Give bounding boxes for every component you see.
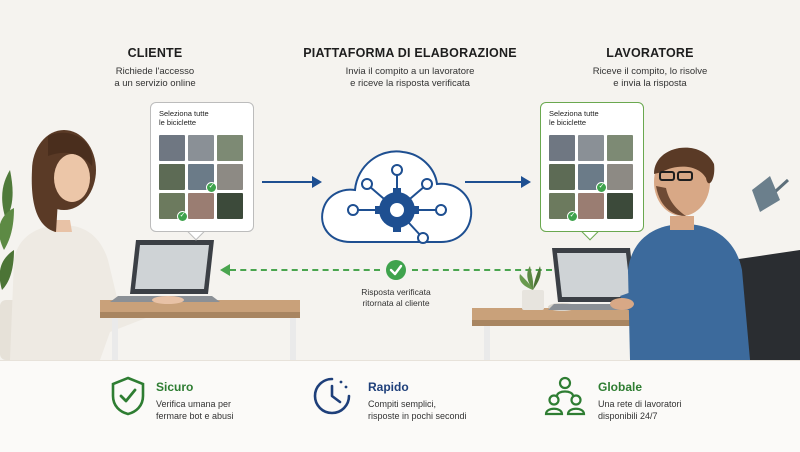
plant-icon bbox=[0, 170, 14, 290]
captcha-tile bbox=[607, 193, 633, 219]
client-captcha-grid: ✓✓ bbox=[159, 135, 245, 222]
captcha-tile bbox=[578, 193, 604, 219]
client-captcha-card: Seleziona tutte le biciclette ✓✓ bbox=[150, 102, 254, 232]
worker-title: LAVORATORE bbox=[606, 46, 694, 60]
return-arrow-line bbox=[230, 269, 380, 271]
client-to-platform-arrow bbox=[262, 181, 314, 183]
worker-subtitle: Riceve il compito, lo risolve e invia la… bbox=[592, 66, 708, 89]
tile-check-icon: ✓ bbox=[596, 182, 607, 193]
feature-global-desc: Una rete di lavoratori disponibili 24/7 bbox=[598, 399, 682, 421]
captcha-tile: ✓ bbox=[188, 164, 217, 193]
platform-to-worker-arrow bbox=[465, 181, 523, 183]
shield-check-icon bbox=[111, 376, 145, 416]
captcha-tile bbox=[188, 135, 214, 161]
worker-captcha-card: Seleziona tutte le biciclette ✓✓ bbox=[540, 102, 644, 232]
return-arrow-line bbox=[412, 269, 552, 271]
return-arrow-head-icon bbox=[220, 264, 230, 276]
captcha-tile bbox=[549, 164, 575, 190]
return-flow-label: Risposta verificata ritornata al cliente bbox=[361, 287, 431, 308]
captcha-tile bbox=[217, 164, 243, 190]
tile-check-icon: ✓ bbox=[177, 211, 188, 222]
worker-captcha-grid: ✓✓ bbox=[549, 135, 635, 222]
captcha-tile: ✓ bbox=[578, 164, 607, 193]
client-title: CLIENTE bbox=[127, 46, 183, 60]
feature-secure: Sicuro Verifica umana per fermare bot e … bbox=[110, 376, 280, 436]
captcha-tile bbox=[188, 193, 214, 219]
captcha-tile bbox=[549, 135, 575, 161]
worker-captcha-prompt: Seleziona tutte le biciclette bbox=[549, 109, 599, 127]
verified-check-icon bbox=[386, 260, 406, 280]
client-captcha-prompt: Seleziona tutte le biciclette bbox=[159, 109, 209, 127]
feature-fast-desc: Compiti semplici, risposte in pochi seco… bbox=[368, 399, 467, 421]
arrow-head-icon bbox=[521, 176, 531, 188]
cloud-network-icon bbox=[321, 150, 473, 244]
clock-icon bbox=[313, 377, 351, 415]
feature-secure-desc: Verifica umana per fermare bot e abusi bbox=[156, 399, 234, 421]
tile-check-icon: ✓ bbox=[567, 211, 578, 222]
feature-fast-title: Rapido bbox=[368, 380, 409, 394]
client-illustration bbox=[0, 130, 300, 360]
worker-illustration bbox=[472, 147, 800, 360]
platform-header: PIATTAFORMA DI ELABORAZIONE Invia il com… bbox=[290, 46, 530, 90]
people-network-icon bbox=[544, 376, 586, 416]
captcha-tile bbox=[607, 135, 633, 161]
diagram-stage: CLIENTE Richiede l'accesso a un servizio… bbox=[0, 46, 800, 360]
arrow-head-icon bbox=[312, 176, 322, 188]
captcha-tile bbox=[159, 164, 185, 190]
feature-global-title: Globale bbox=[598, 380, 643, 394]
captcha-tile bbox=[607, 164, 633, 190]
captcha-tile: ✓ bbox=[549, 193, 578, 222]
captcha-tile bbox=[217, 135, 243, 161]
captcha-tile: ✓ bbox=[159, 193, 188, 222]
tile-check-icon: ✓ bbox=[206, 182, 217, 193]
client-subtitle: Richiede l'accesso a un servizio online bbox=[114, 66, 196, 89]
worker-header: LAVORATORE Riceve il compito, lo risolve… bbox=[560, 46, 740, 90]
platform-subtitle: Invia il compito a un lavoratore e ricev… bbox=[345, 66, 475, 89]
desk-lamp-icon bbox=[752, 176, 790, 212]
client-header: CLIENTE Richiede l'accesso a un servizio… bbox=[80, 46, 230, 90]
features-footer bbox=[0, 360, 800, 452]
feature-secure-title: Sicuro bbox=[156, 380, 194, 394]
feature-global: Globale Una rete di lavoratori disponibi… bbox=[544, 376, 724, 436]
captcha-tile bbox=[217, 193, 243, 219]
feature-fast: Rapido Compiti semplici, risposte in poc… bbox=[312, 376, 492, 436]
captcha-tile bbox=[159, 135, 185, 161]
captcha-tile bbox=[578, 135, 604, 161]
platform-title: PIATTAFORMA DI ELABORAZIONE bbox=[303, 46, 517, 60]
